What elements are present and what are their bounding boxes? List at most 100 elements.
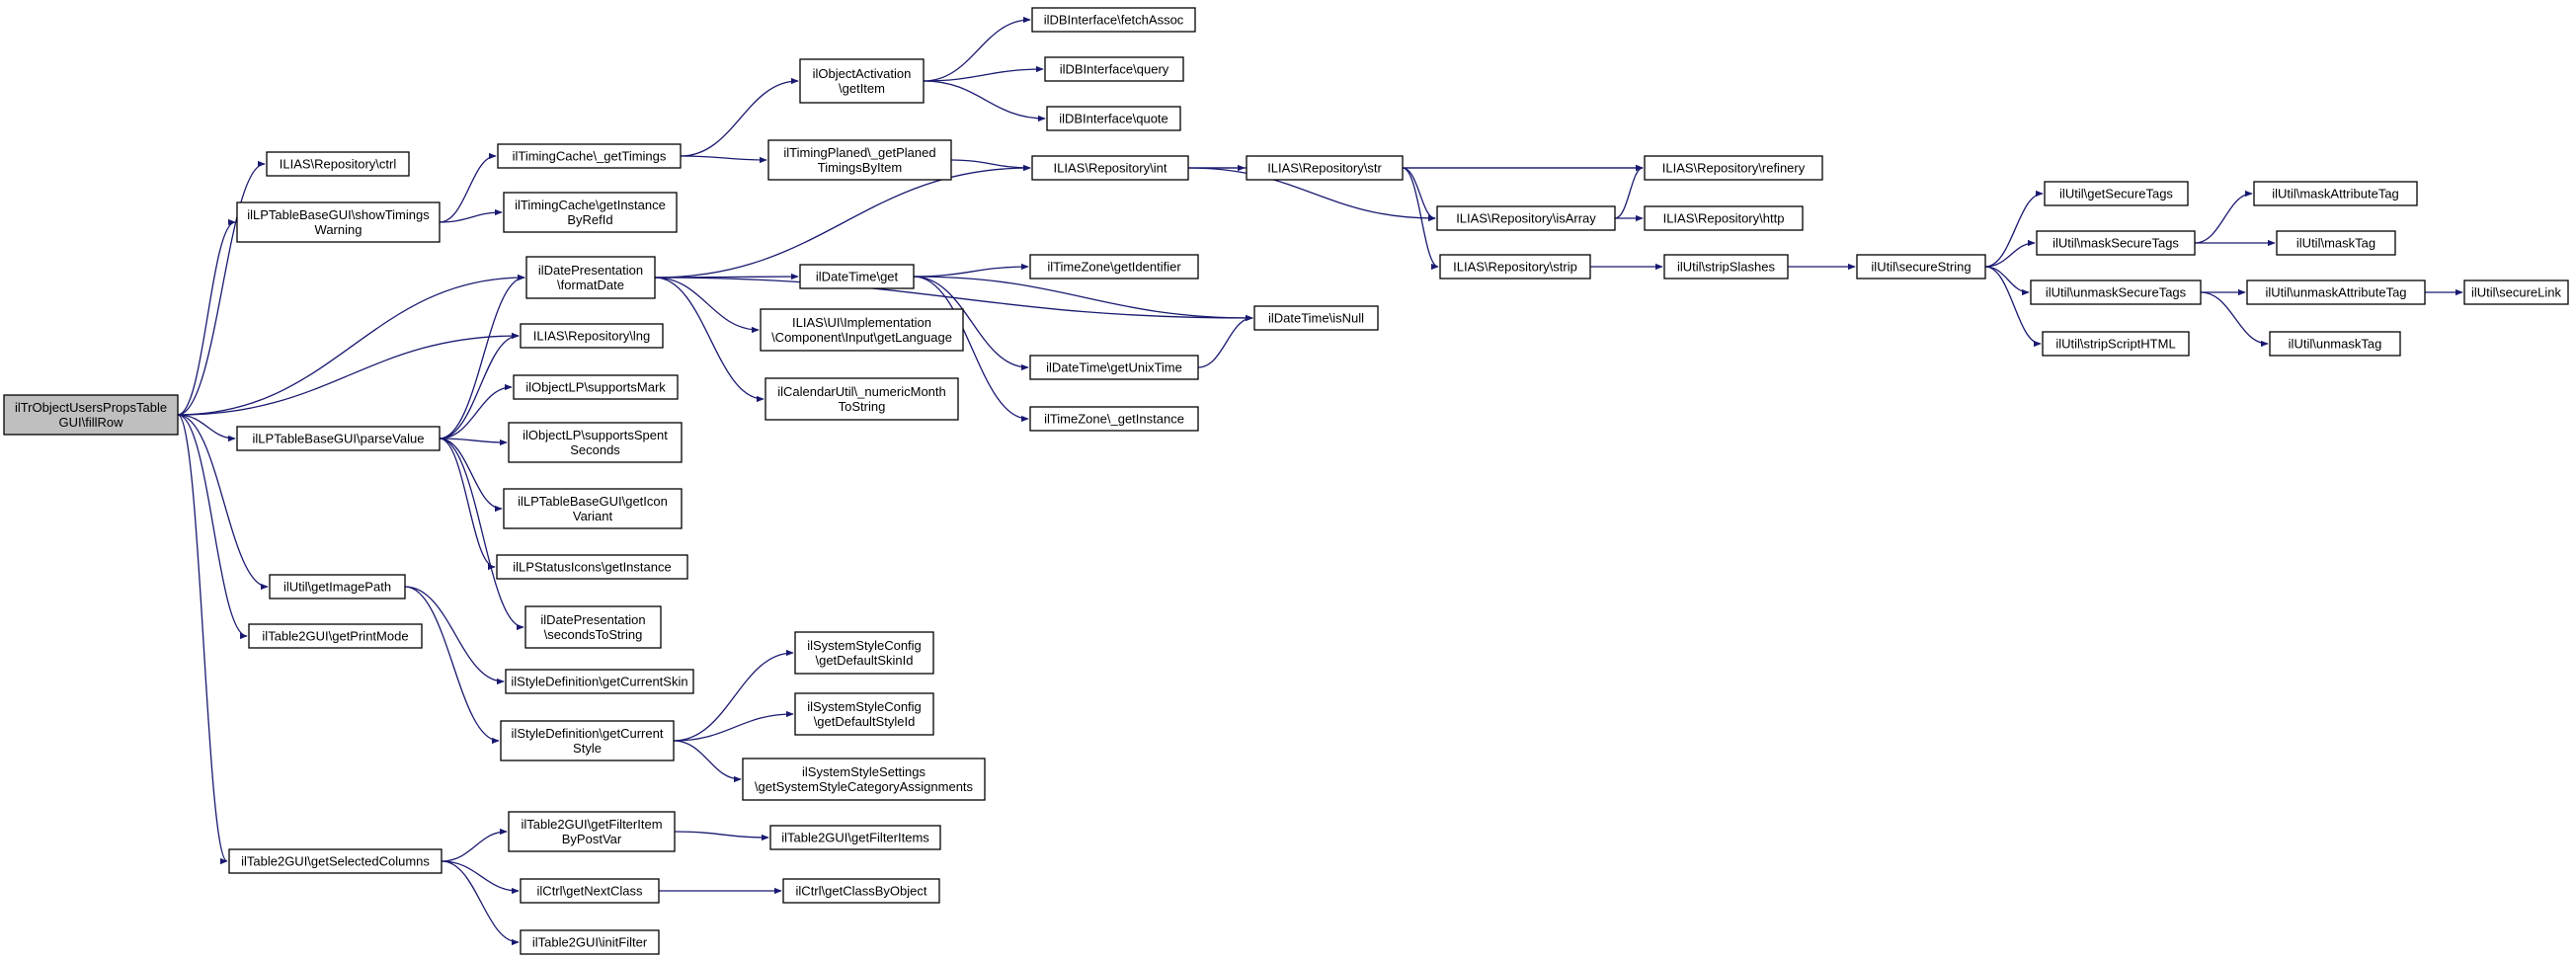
node-default-skin-id[interactable]: ilSystemStyleConfig\getDefaultSkinId (794, 631, 934, 675)
node-box (503, 192, 678, 233)
node-get-current-skin[interactable]: ilStyleDefinition\getCurrentSkin (505, 669, 694, 694)
node-label: ILIAS\Repository\isArray (1456, 211, 1596, 226)
node-label: ILIAS\UI\Implementation (792, 315, 931, 330)
node-box (2463, 280, 2569, 305)
node-tz-get-identifier[interactable]: ilTimeZone\getIdentifier (1029, 254, 1199, 280)
node-label: ilTimingCache\getInstance (515, 198, 666, 212)
node-unmask-tag[interactable]: ilUtil\unmaskTag (2269, 331, 2401, 357)
node-label: ilLPTableBaseGUI\getIcon (518, 494, 668, 509)
node-box (525, 256, 656, 299)
node-box (782, 878, 940, 904)
node-box (524, 605, 662, 649)
node-box (1644, 205, 1804, 231)
node-strip[interactable]: ILIAS\Repository\strip (1439, 254, 1591, 280)
node-label: ilDatePresentation (540, 612, 645, 627)
node-label: ilUtil\secureString (1871, 260, 1971, 275)
node-unmask-attribute-tag[interactable]: ilUtil\unmaskAttributeTag (2246, 280, 2426, 305)
node-box (500, 720, 675, 761)
node-label: Style (573, 741, 602, 756)
node-secure-string[interactable]: ilUtil\secureString (1856, 254, 1986, 280)
node-refinery[interactable]: ILIAS\Repository\refinery (1644, 155, 1823, 181)
node-query[interactable]: ilDBInterface\query (1044, 56, 1184, 82)
node-ctrl[interactable]: ILIAS\Repository\ctrl (266, 151, 410, 177)
node-get-class-by-object[interactable]: ilCtrl\getClassByObject (782, 878, 940, 904)
node-default-style-id[interactable]: ilSystemStyleConfig\getDefaultStyleId (794, 692, 934, 736)
node-strip-script-html[interactable]: ilUtil\stripScriptHTML (2042, 331, 2190, 357)
node-dt-get[interactable]: ilDateTime\get (799, 264, 915, 289)
node-mask-secure-tags[interactable]: ilUtil\maskSecureTags (2036, 230, 2196, 256)
node-label: ilSystemStyleConfig (807, 699, 922, 714)
node-seconds-to-string[interactable]: ilDatePresentation\secondsToString (524, 605, 662, 649)
node-supports-mark[interactable]: ilObjectLP\supportsMark (513, 374, 679, 400)
node-http[interactable]: ILIAS\Repository\http (1644, 205, 1804, 231)
node-get-secure-tags[interactable]: ilUtil\getSecureTags (2044, 181, 2189, 206)
node-ui-get-language[interactable]: ILIAS\UI\Implementation\Component\Input\… (760, 308, 964, 352)
node-init-filter[interactable]: ilTable2GUI\initFilter (520, 929, 660, 955)
node-get-next-class[interactable]: ilCtrl\getNextClass (520, 878, 660, 904)
node-label: ilStyleDefinition\getCurrentSkin (511, 675, 687, 689)
edge-parse-value-to-supports-spent (439, 438, 508, 446)
edge-parse-value-to-get-icon-variant (439, 438, 503, 513)
node-label: Seconds (570, 442, 620, 457)
node-label: ilDateTime\isNull (1268, 311, 1364, 326)
node-mask-tag[interactable]: ilUtil\maskTag (2276, 230, 2396, 256)
node-repo-str[interactable]: ILIAS\Repository\str (1246, 155, 1404, 181)
node-box (765, 377, 959, 421)
node-category-assignments[interactable]: ilSystemStyleSettings\getSystemStyleCate… (742, 758, 986, 801)
edge-repo-int-to-is-array (1187, 167, 1436, 222)
node-secure-link[interactable]: ilUtil\secureLink (2463, 280, 2569, 305)
node-box (2269, 331, 2401, 357)
node-format-date[interactable]: ilDatePresentation\formatDate (525, 256, 656, 299)
node-label: ilDBInterface\quote (1059, 112, 1168, 126)
node-unmask-secure-tags[interactable]: ilUtil\unmaskSecureTags (2030, 280, 2202, 305)
node-lng[interactable]: ILIAS\Repository\lng (520, 323, 664, 349)
node-label: ilUtil\secureLink (2471, 285, 2562, 300)
node-get-filter-items[interactable]: ilTable2GUI\getFilterItems (769, 825, 941, 850)
node-dt-is-null[interactable]: ilDateTime\isNull (1253, 305, 1379, 331)
edge-parse-value-to-status-icons (439, 438, 496, 571)
node-fetch-assoc[interactable]: ilDBInterface\fetchAssoc (1031, 7, 1196, 33)
node-box (1439, 254, 1591, 280)
node-tz-get-instance[interactable]: ilTimeZone\_getInstance (1029, 406, 1199, 432)
node-get-selected-columns[interactable]: ilTable2GUI\getSelectedColumns (228, 848, 443, 874)
edge-fill-row-to-parse-value (177, 414, 236, 442)
node-get-image-path[interactable]: ilUtil\getImagePath (269, 574, 406, 599)
node-dt-get-unix-time[interactable]: ilDateTime\getUnixTime (1029, 355, 1199, 380)
node-label: ilUtil\getSecureTags (2059, 187, 2173, 201)
node-quote[interactable]: ilDBInterface\quote (1046, 106, 1181, 131)
edge-get-selected-columns-to-get-next-class (441, 860, 520, 895)
node-get-timings[interactable]: ilTimingCache\_getTimings (497, 143, 682, 169)
edge-repo-str-to-strip (1402, 167, 1439, 271)
node-label: ilTimingCache\_getTimings (513, 149, 667, 164)
node-label: \formatDate (557, 278, 624, 292)
node-box (2042, 331, 2190, 357)
node-label: ilCtrl\getNextClass (537, 884, 643, 899)
node-parse-value[interactable]: ilLPTableBaseGUI\parseValue (236, 426, 441, 451)
node-label: ilLPTableBaseGUI\parseValue (253, 432, 425, 446)
node-status-icons[interactable]: ilLPStatusIcons\getInstance (496, 554, 688, 580)
node-is-array[interactable]: ILIAS\Repository\isArray (1436, 205, 1616, 231)
node-repo-int[interactable]: ILIAS\Repository\int (1031, 155, 1189, 181)
edge-get-image-path-to-get-current-skin (404, 586, 505, 685)
edge-dt-get-to-dt-is-null (913, 276, 1253, 322)
node-mask-attribute-tag[interactable]: ilUtil\maskAttributeTag (2253, 181, 2418, 206)
node-get-print-mode[interactable]: ilTable2GUI\getPrintMode (248, 623, 423, 649)
node-box (799, 58, 925, 104)
node-box (794, 631, 934, 675)
node-box (1044, 56, 1184, 82)
node-obj-act-get-item[interactable]: ilObjectActivation\getItem (799, 58, 925, 104)
node-box (2276, 230, 2396, 256)
node-label: ILIAS\Repository\lng (533, 329, 651, 344)
node-strip-slashes[interactable]: ilUtil\stripSlashes (1663, 254, 1789, 280)
node-label: ILIAS\Repository\str (1267, 161, 1382, 176)
